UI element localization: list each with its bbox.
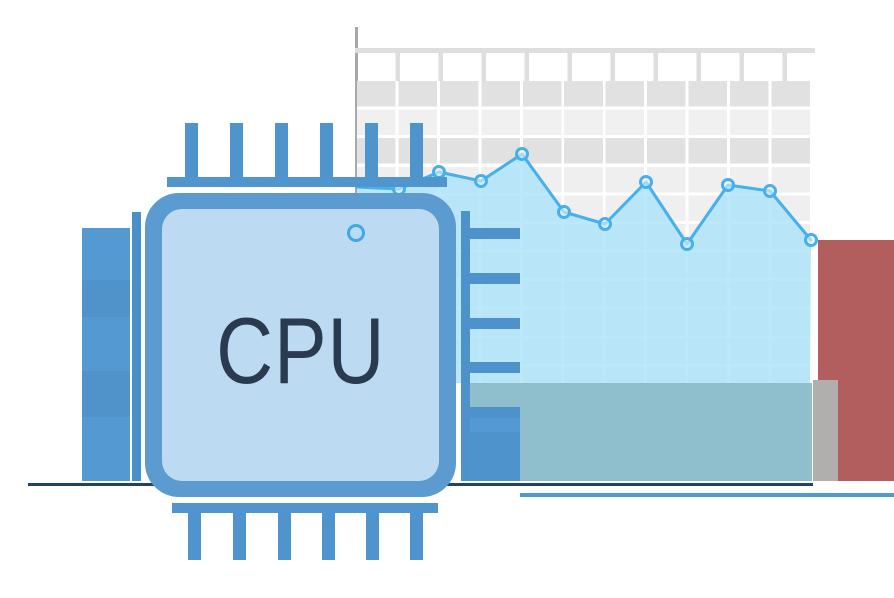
grid-top-row <box>357 53 810 81</box>
gray-accent-block <box>813 380 838 481</box>
right-pin <box>461 273 520 284</box>
memory-module-block <box>82 228 130 481</box>
chip-indicator-dot-icon <box>347 224 365 242</box>
right-pin <box>461 362 520 373</box>
top-pin-bar <box>167 177 447 187</box>
blue-accent-block <box>468 407 520 481</box>
right-pin <box>461 318 520 329</box>
left-connector-strip <box>132 212 141 481</box>
top-pin <box>275 123 288 179</box>
right-pin <box>461 228 520 239</box>
chart-top-gridline <box>355 48 815 53</box>
cpu-chip-face: CPU <box>162 209 439 481</box>
top-pin <box>185 123 198 179</box>
bottom-pin <box>322 511 335 560</box>
bottom-pin <box>188 511 201 560</box>
bottom-pin <box>366 511 379 560</box>
top-pin <box>365 123 378 179</box>
teal-accent-block <box>468 383 812 481</box>
baseline-blue <box>520 493 894 497</box>
right-pin-rail <box>461 211 470 481</box>
bottom-pin <box>233 511 246 560</box>
cpu-chip-label: CPU <box>215 298 386 403</box>
top-pin <box>320 123 333 179</box>
top-pin <box>230 123 243 179</box>
bottom-pin <box>410 511 423 560</box>
bottom-pin <box>278 511 291 560</box>
right-pin <box>461 407 520 418</box>
top-pin <box>410 123 423 179</box>
bottom-pin-bar <box>172 503 438 513</box>
